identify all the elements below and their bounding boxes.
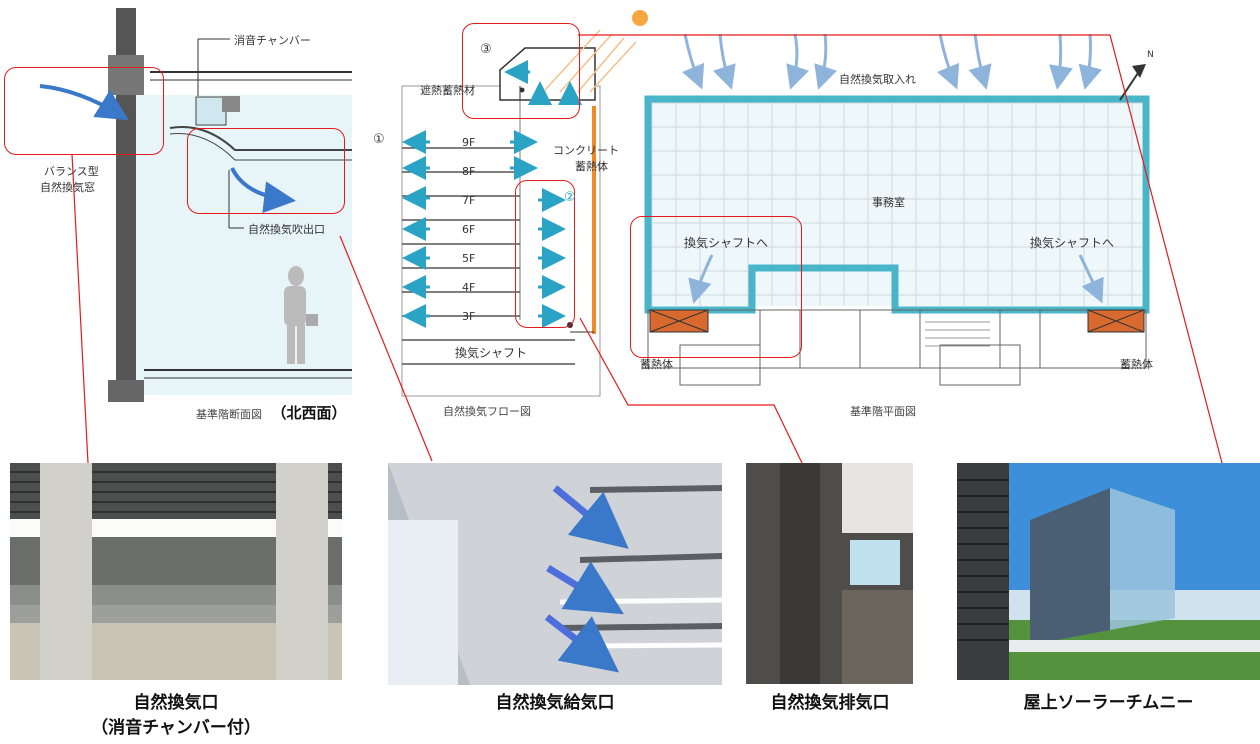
floor-label-5f: 5F (462, 252, 476, 265)
label-num-1: ① (373, 132, 385, 147)
photo-natural-vent (10, 463, 342, 680)
photo-caption-supply: 自然換気給気口 (495, 693, 615, 713)
flow-drawing (401, 10, 648, 397)
flow-caption: 自然換気フロー図 (443, 405, 531, 418)
photo-natural-supply (388, 463, 723, 685)
plan-caption: 基準階平面図 (850, 405, 916, 418)
label-intake: 自然換気取入れ (839, 73, 916, 86)
floor-label-7f: 7F (462, 194, 476, 207)
highlight-floor-exhaust (515, 180, 575, 328)
label-concrete-2: 蓄熱体 (575, 160, 608, 173)
label-thermal-right: 蓄熱体 (1120, 358, 1153, 371)
highlight-outlet (187, 128, 345, 214)
section-caption-prefix: 基準階断面図 (196, 408, 262, 421)
label-to-shaft-right: 換気シャフトへ (1030, 236, 1115, 250)
photo-caption-vent-1: 自然換気口 (133, 693, 219, 713)
photo-natural-exhaust (746, 463, 913, 684)
highlight-solar-chimney-top (462, 23, 580, 119)
photo-caption-chimney: 屋上ソーラーチムニー (1023, 693, 1194, 713)
floor-label-4f: 4F (462, 281, 476, 294)
label-num-3: ③ (480, 42, 492, 57)
label-insulation: 遮熱蓄熱材 (420, 84, 475, 97)
highlight-balance-window (4, 67, 164, 155)
highlight-plan-shaft (630, 216, 802, 358)
connector-lines (71, 34, 1223, 464)
label-num-2: ② (564, 190, 576, 205)
section-drawing (39, 8, 352, 402)
floor-label-6f: 6F (462, 223, 476, 236)
plan-drawing (644, 33, 1150, 386)
north-label: N (1147, 50, 1154, 60)
office-grid (644, 95, 1150, 314)
label-thermal-left: 蓄熱体 (640, 358, 673, 371)
floor-label-8f: 8F (462, 165, 476, 178)
photo-caption-vent-2: （消音チャンバー付） (91, 718, 261, 738)
label-muffler-chamber: 消音チャンバー (234, 34, 311, 47)
photo-caption-exhaust: 自然換気排気口 (770, 693, 890, 713)
floor-label-3f: 3F (462, 310, 476, 323)
label-balance-window-2: 自然換気窓 (40, 181, 95, 194)
floor-label-9f: 9F (462, 136, 476, 149)
label-balance-window-1: バランス型 (44, 165, 99, 178)
section-caption-suffix: （北西面） (271, 404, 347, 422)
label-to-shaft-left: 換気シャフトへ (684, 236, 769, 250)
label-outlet: 自然換気吹出口 (248, 223, 325, 236)
label-concrete-1: コンクリート (553, 144, 619, 157)
label-shaft: 換気シャフト (455, 346, 528, 360)
label-office: 事務室 (872, 196, 905, 209)
section-caption: 基準階断面図 （北西面） (196, 402, 347, 423)
photo-solar-chimney (957, 463, 1260, 680)
